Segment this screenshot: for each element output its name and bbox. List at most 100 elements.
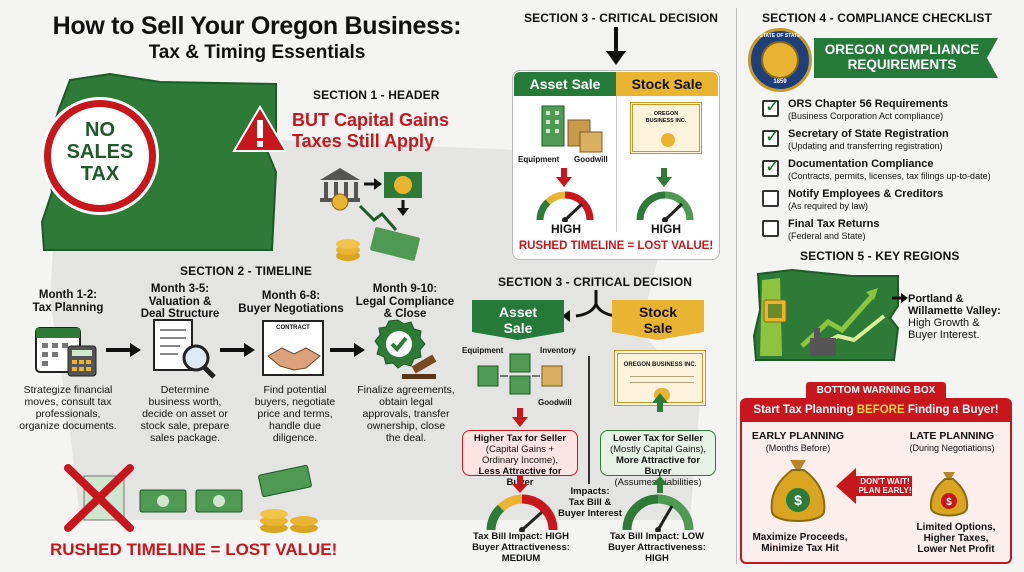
checklist-item[interactable]: ✓ ORS Chapter 56 Requirements (Business … — [762, 96, 1012, 124]
result-line: MEDIUM — [501, 553, 541, 564]
red-arrow-down-icon — [512, 476, 528, 493]
checkbox[interactable] — [762, 190, 779, 207]
region-line: Willamette Valley: — [908, 305, 1001, 317]
early-planning-title: EARLY PLANNING — [751, 430, 845, 442]
stock-sale-label: Stock Sale — [612, 300, 704, 340]
green-arrow-up-icon — [652, 476, 668, 493]
step-desc-line: business worth, — [148, 396, 222, 409]
timeline-step-title: Month 9-10: Legal Compliance & Close — [350, 283, 460, 321]
capital-gains-warning: BUT Capital Gains Taxes Still Apply — [292, 110, 449, 152]
result-line: Minimize Tax Hit — [761, 543, 839, 554]
step-title-line: Tax Planning — [32, 301, 104, 314]
timeline-step-desc: Strategize financial moves, consult tax … — [10, 384, 126, 432]
document-magnifier-icon — [153, 319, 216, 379]
stock-sale-line: Sale — [643, 320, 673, 336]
late-planning-result: Limited Options, Higher Taxes, Lower Net… — [904, 522, 1008, 555]
warning-triangle-icon — [232, 105, 288, 152]
rushed-money-illustration — [64, 464, 318, 533]
checklist-title: ORS Chapter 56 Requirements — [788, 98, 949, 110]
checklist-sub: (As required by law) — [788, 201, 869, 211]
stock-gauge-icon — [636, 191, 694, 222]
calendar-calculator-icon — [35, 327, 97, 377]
early-planning-sub: (Months Before) — [765, 443, 831, 453]
no-sales-tax-badge: NO SALES TAX — [44, 100, 156, 212]
svg-text:$: $ — [946, 497, 952, 508]
early-planning-result: Maximize Proceeds, Minimize Tax Hit — [742, 532, 858, 554]
section2-label: SECTION 2 - TIMELINE — [180, 264, 313, 278]
stock-impact-gauge — [622, 494, 694, 532]
checklist-sub: (Business Corporation Act compliance) — [788, 111, 944, 121]
step-title-line: Month 9-10: — [372, 283, 438, 295]
stock-sale-line: Stock — [638, 304, 678, 320]
step-desc-line: obtain legal — [379, 396, 433, 409]
arrow-down-icon — [606, 27, 626, 65]
step-desc-line: ownership, close — [366, 420, 446, 433]
step-desc-line: Determine — [160, 384, 210, 396]
result-line: Maximize Proceeds, — [752, 532, 848, 543]
checklist-item[interactable]: ✓ Secretary of State Registration (Updat… — [762, 126, 1012, 154]
section3-top-label: SECTION 3 - CRITICAL DECISION — [524, 11, 719, 25]
warning-line: Taxes Still Apply — [292, 131, 435, 151]
checklist-item[interactable]: Notify Employees & Creditors (As require… — [762, 188, 1012, 214]
checklist-sub: (Federal and State) — [788, 231, 866, 241]
late-planning-title: LATE PLANNING — [909, 430, 995, 442]
check-icon: ✓ — [765, 126, 781, 146]
timeline-step-title: Month 3-5: Valuation & Deal Structure — [130, 283, 230, 321]
step-desc-line: stock sale, prepare — [140, 420, 230, 433]
step-desc-line: organize documents. — [19, 420, 117, 433]
checkbox[interactable]: ✓ — [762, 126, 780, 147]
impacts-line: Tax Bill & — [568, 497, 612, 508]
check-icon: ✓ — [765, 156, 781, 176]
asset-gauge-icon — [536, 191, 594, 222]
timeline-step-title: Month 6-8: Buyer Negotiations — [236, 290, 346, 315]
warning-box-headline-bar — [742, 400, 1010, 422]
checkbox[interactable]: ✓ — [762, 156, 780, 177]
checklist-item[interactable]: ✓ Documentation Compliance (Contracts, p… — [762, 156, 1012, 184]
svg-text:$: $ — [794, 492, 802, 508]
result-line: HIGH — [645, 553, 669, 564]
step-title-line: Buyer Negotiations — [238, 302, 344, 315]
asset-sale-line: Asset — [498, 304, 538, 320]
step-desc-line: decide on asset or — [142, 408, 228, 421]
seal-gavel-icon — [374, 319, 437, 379]
checkbox[interactable]: ✓ — [762, 96, 780, 117]
step-desc-line: diligence. — [272, 432, 318, 445]
info-line: Ordinary Income), — [481, 454, 559, 466]
key-region-text: Portland & Willamette Valley: High Growt… — [908, 293, 1001, 341]
checklist-title: Notify Employees & Creditors — [788, 188, 944, 200]
plan-early-arrow-text: DON'T WAIT! PLAN EARLY! — [856, 477, 914, 495]
banner-line: REQUIREMENTS — [847, 57, 957, 72]
asset-sale-label: Asset Sale — [472, 300, 564, 340]
stock-sale-tab: Stock Sale — [616, 72, 718, 96]
arrow-right-icon — [330, 343, 365, 357]
equipment-label: Equipment — [462, 346, 504, 355]
impacts-line: Impacts: — [570, 486, 610, 497]
arrow-right-icon — [106, 343, 141, 357]
result-line: Lower Net Profit — [917, 544, 995, 555]
red-arrow-down-icon — [512, 408, 528, 427]
info-line: Lower Tax for Seller — [612, 433, 704, 444]
warning-line: BUT Capital Gains — [292, 110, 450, 130]
checklist-title: Secretary of State Registration — [788, 128, 949, 140]
green-arrow-down-icon — [656, 168, 672, 187]
stock-certificate-icon: OREGON BUSINESS INC. — [630, 102, 702, 154]
asset-sale-info-box: Higher Tax for Seller (Capital Gains + O… — [462, 430, 578, 488]
goodwill-label: Goodwill — [574, 155, 608, 164]
impacts-label: Impacts: Tax Bill & Buyer Interest — [556, 486, 624, 519]
asset-result-text: Tax Bill Impact: HIGH Buyer Attractivene… — [462, 531, 580, 564]
equipment-label: Equipment — [518, 155, 560, 164]
certificate-title: OREGON BUSINESS INC. — [623, 362, 697, 368]
no-sales-tax-line: NO — [85, 119, 115, 141]
timeline-step-desc: Find potential buyers, negotiate price a… — [240, 384, 350, 444]
warning-box-headline: Start Tax Planning BEFORE Finding a Buye… — [742, 404, 1010, 416]
red-arrow-down-icon — [556, 168, 572, 187]
checkbox[interactable] — [762, 220, 779, 237]
step-desc-line: moves, consult tax — [24, 396, 112, 409]
check-icon: ✓ — [765, 96, 781, 116]
region-line: Buyer Interest. — [908, 329, 980, 341]
section5-label: SECTION 5 - KEY REGIONS — [800, 249, 960, 263]
result-line: Limited Options, — [916, 522, 996, 533]
step-desc-line: Finalize agreements, — [357, 384, 455, 396]
checklist-item[interactable]: Final Tax Returns (Federal and State) — [762, 218, 1012, 244]
step-title-line: Deal Structure — [140, 308, 220, 321]
